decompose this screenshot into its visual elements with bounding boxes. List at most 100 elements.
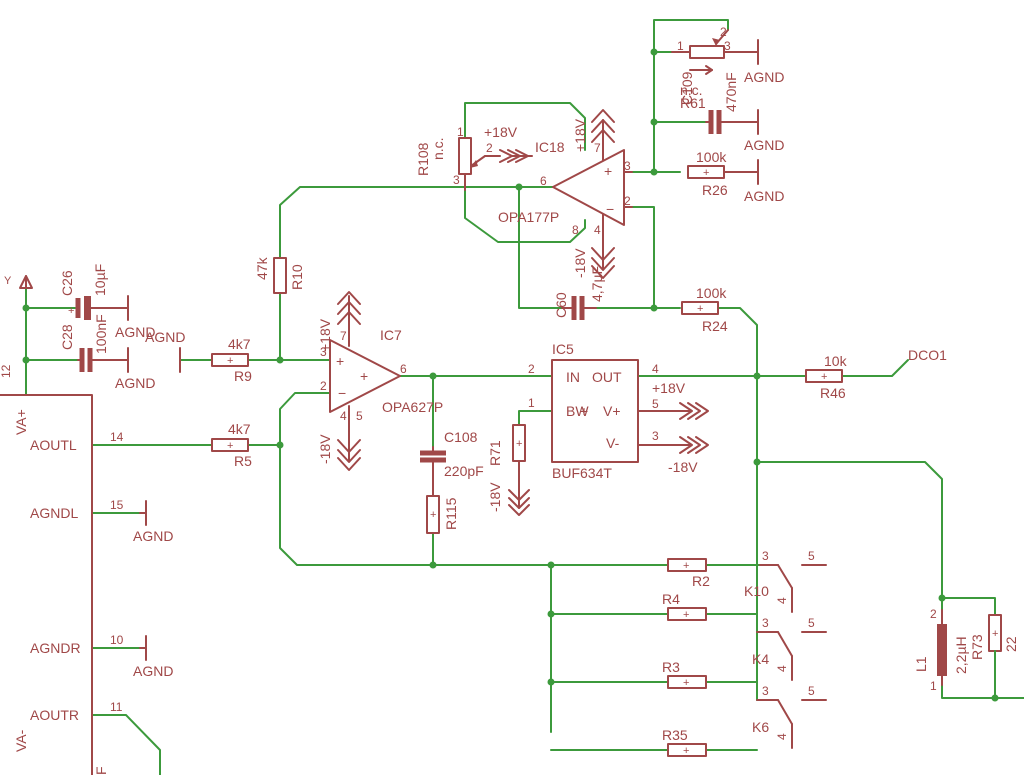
- label-vaplus: VA+: [13, 409, 29, 435]
- pin-1: 1: [457, 125, 464, 139]
- junctions: [22, 48, 999, 702]
- label-agnd: AGND: [133, 528, 173, 544]
- label-r71: R71: [487, 440, 503, 466]
- pin-1: 1: [528, 396, 535, 410]
- pin-4: 4: [775, 665, 789, 672]
- label-minus18v: -18V: [668, 459, 698, 475]
- pin-8: 8: [572, 223, 579, 237]
- label-r46-value: 10k: [824, 353, 848, 369]
- pin-3: 3: [453, 173, 460, 187]
- pin-15: 15: [110, 498, 124, 512]
- ground-agnd-15: AGND: [133, 500, 173, 544]
- label-r24-value: 100k: [696, 285, 727, 301]
- pin-7: 7: [594, 141, 601, 155]
- label-plus18v: +18V: [652, 380, 686, 396]
- plus-mark: +: [683, 609, 689, 621]
- ground-agnd-10: AGND: [133, 635, 173, 679]
- label-r26: R26: [702, 182, 728, 198]
- pin-3: 3: [320, 345, 327, 359]
- label-k10: K10: [744, 583, 769, 599]
- label-minus18v: -18V: [572, 248, 588, 278]
- opamp-ic18: + − 3 2 6 7 4 8 IC18 OPA177P +18V -18V: [498, 109, 633, 279]
- plus-mark: +: [703, 167, 709, 179]
- label-agndr: AGNDR: [30, 640, 81, 656]
- label-agnd: AGND: [133, 663, 173, 679]
- pin-6: 6: [540, 174, 547, 188]
- label-agnd: AGND: [744, 69, 784, 85]
- label-vplus: V+: [603, 403, 621, 419]
- pin-11: 11: [110, 700, 123, 714]
- label-nc2: n.c.: [680, 82, 703, 98]
- resistor-r73: + R73 22: [969, 614, 1019, 699]
- plus-mark: +: [68, 305, 74, 317]
- resistor-r5: + 4k7 R5: [211, 421, 252, 469]
- pin-4: 4: [652, 362, 659, 376]
- label-c60: C60: [553, 292, 569, 318]
- label-r115: R115: [443, 497, 459, 530]
- label-ic18: IC18: [535, 139, 565, 155]
- resistor-r24: + 100k R24: [681, 285, 728, 334]
- resistor-r2: + R2: [667, 558, 710, 589]
- label-k4: K4: [752, 651, 769, 667]
- label-r61: R61: [680, 95, 706, 111]
- inductor-l1: 2 1 L1 2,2µH: [913, 607, 969, 693]
- label-minus18v: -18V: [317, 434, 333, 464]
- opamp-ic7: + − + 3 2 6 7 4 5 IC7 OPA627P +18V -18V: [317, 291, 443, 471]
- label-r24: R24: [702, 318, 728, 334]
- label-r2: R2: [692, 573, 710, 589]
- pin-3: 3: [724, 39, 731, 53]
- ground-agnd-r: AGND: [741, 39, 784, 85]
- pin-2: 2: [528, 362, 535, 376]
- plus-mark: +: [227, 440, 233, 452]
- label-r26-value: 100k: [696, 149, 727, 165]
- pin-1: 1: [677, 39, 684, 53]
- label-edge: F: [93, 766, 109, 775]
- label-ic5: IC5: [552, 341, 574, 357]
- pin-7: 7: [340, 329, 347, 343]
- minus-mark: −: [338, 385, 346, 401]
- label-r9: R9: [234, 368, 252, 384]
- label-r10: R10: [289, 264, 305, 290]
- label-nc1: n.c.: [430, 137, 446, 160]
- label-c28: C28: [59, 324, 75, 350]
- pin-5: 5: [652, 397, 659, 411]
- plus-mark: +: [697, 303, 703, 315]
- pin-6: 6: [400, 362, 407, 376]
- label-r10-value: 47k: [254, 256, 270, 280]
- minus-mark: −: [606, 201, 614, 217]
- pin-5: 5: [808, 684, 815, 698]
- label-l1-value: 2,2µH: [953, 636, 969, 674]
- label-r3: R3: [662, 659, 680, 675]
- label-opa627p: OPA627P: [382, 399, 443, 415]
- pin-3: 3: [762, 549, 769, 563]
- label-minus18v: -18V: [487, 482, 503, 512]
- pin-10: 10: [110, 633, 124, 647]
- label-vaminus: VA-: [13, 729, 29, 752]
- pin-5: 5: [808, 549, 815, 563]
- plus-mark: +: [683, 560, 689, 572]
- label-agndl: AGNDL: [30, 505, 78, 521]
- pin-3: 3: [624, 159, 631, 173]
- pin-4: 4: [775, 733, 789, 740]
- label-plus18v: +18V: [317, 318, 333, 352]
- wires: [25, 19, 1024, 775]
- label-aoutl: AOUTL: [30, 437, 77, 453]
- relay-k10: 3 5 4 K10: [744, 549, 827, 613]
- label-r73-value: 22: [1003, 636, 1019, 652]
- label-out: OUT: [592, 369, 622, 385]
- plus-mark: +: [580, 403, 588, 419]
- capacitor-c28: C28 100nF AGND: [59, 314, 155, 391]
- plus-mark: +: [227, 355, 233, 367]
- pin-4: 4: [775, 597, 789, 604]
- label-agnd: AGND: [115, 375, 155, 391]
- label-in: IN: [566, 369, 580, 385]
- label-agnd: AGND: [744, 188, 784, 204]
- plus-mark: +: [360, 368, 368, 384]
- label-c108: C108: [444, 429, 478, 445]
- pin-3: 3: [762, 616, 769, 630]
- label-c109-value: 470nF: [723, 72, 739, 112]
- label-r35: R35: [662, 727, 688, 743]
- relay-k4: 3 5 4 K4: [752, 616, 827, 681]
- resistor-r115: + R115: [426, 495, 459, 534]
- label-agnd: AGND: [145, 329, 185, 345]
